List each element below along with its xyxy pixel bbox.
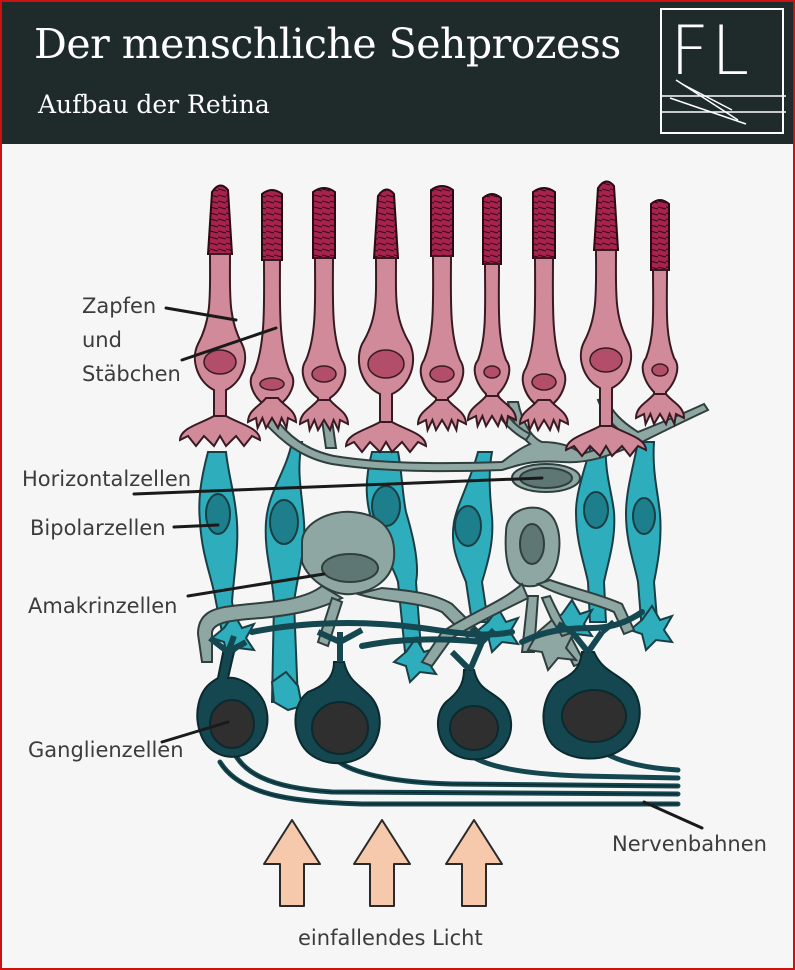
label-bipolarzellen: Bipolarzellen [30,516,166,540]
photoreceptor-cells [180,181,684,456]
bipolar-cell [626,442,661,632]
label-nervenbahnen: Nervenbahnen [612,832,767,856]
photoreceptor-cell [566,181,646,456]
photoreceptor-cell [468,194,516,426]
photoreceptor-cell [418,186,466,430]
photoreceptor-cell [300,188,348,430]
label-amakrinzellen: Amakrinzellen [28,594,177,618]
label-einfallendes-licht: einfallendes Licht [298,926,483,950]
bipolar-cell [453,452,492,622]
photoreceptor-cell [636,200,684,424]
light-arrow-icon [446,820,502,906]
photoreceptor-cell [180,185,260,446]
ganglion-cell [295,630,379,763]
light-arrows [264,820,502,906]
label-ganglienzellen: Ganglienzellen [28,738,184,762]
label-und: und [82,328,122,352]
photoreceptor-cell [346,189,426,452]
label-staebchen: Stäbchen [82,362,181,386]
bipolar-cell [266,442,305,702]
label-zapfen: Zapfen [82,294,156,318]
light-arrow-icon [264,820,320,906]
label-horizontalzellen: Horizontalzellen [22,467,191,491]
photoreceptor-cell [520,188,568,430]
light-arrow-icon [354,820,410,906]
ganglion-cell [438,628,511,759]
photoreceptor-cell [248,190,296,428]
